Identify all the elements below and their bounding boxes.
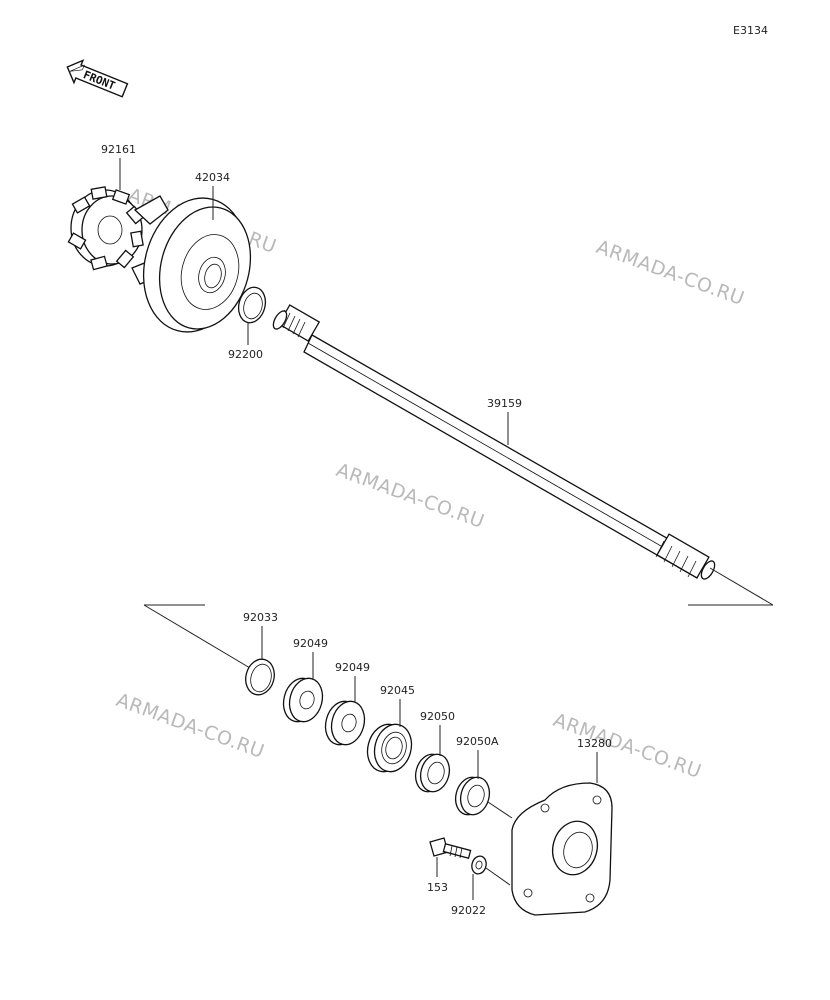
part-92200-washer: [237, 286, 267, 324]
part-92050A-oil-seal: [454, 776, 491, 816]
front-arrow-icon: FRONT: [66, 59, 129, 98]
part-label-92033: 92033: [243, 611, 278, 624]
part-13280-housing-plate: [511, 782, 613, 916]
part-153-bolt: [429, 837, 472, 860]
part-label-92161: 92161: [101, 143, 136, 156]
part-39159-drive-shaft: [272, 304, 716, 580]
watermark: ARMADA-CO.RU: [333, 459, 487, 533]
watermark: ARMADA-CO.RU: [593, 236, 747, 310]
part-92050-oil-seal: [414, 753, 451, 793]
part-label-13280: 13280: [577, 737, 612, 750]
part-label-92049-a: 92049: [293, 637, 328, 650]
part-label-92050A: 92050A: [456, 735, 499, 748]
part-label-92045: 92045: [380, 684, 415, 697]
part-92049-spacer: [324, 700, 366, 746]
diagram-code: E3134: [733, 24, 768, 37]
part-92161-damper: [67, 186, 145, 271]
part-42034-coupling: [131, 195, 252, 333]
part-label-92200: 92200: [228, 348, 263, 361]
part-label-92022: 92022: [451, 904, 486, 917]
part-92049-spacer: [282, 677, 324, 723]
part-label-39159: 39159: [487, 397, 522, 410]
part-92033-circlip: [245, 658, 275, 696]
watermark: ARMADA-CO.RU: [550, 709, 704, 783]
part-92022-washer: [471, 855, 487, 875]
part-92045-bearing: [366, 723, 413, 773]
part-label-42034: 42034: [195, 171, 230, 184]
part-label-153: 153: [427, 881, 448, 894]
part-label-92049-b: 92049: [335, 661, 370, 674]
watermark: ARMADA-CO.RU: [113, 689, 267, 763]
part-label-92050: 92050: [420, 710, 455, 723]
